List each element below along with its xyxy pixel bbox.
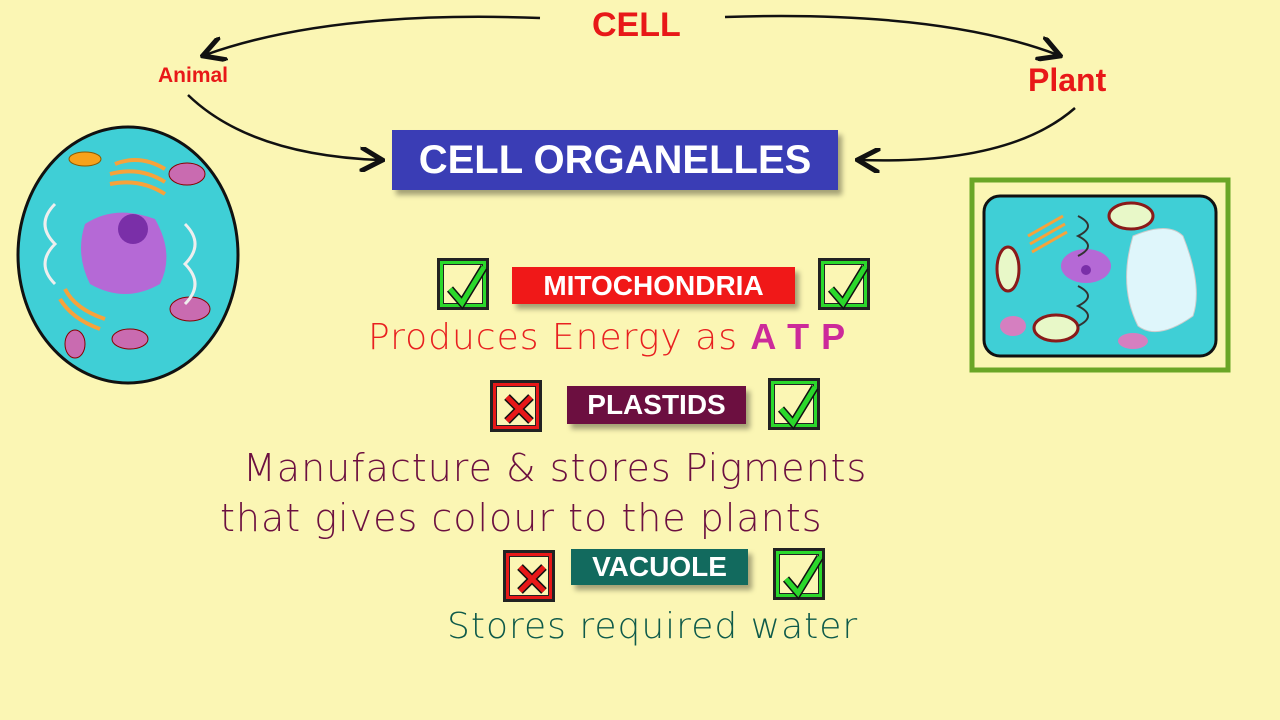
- plant-plastids-check: [768, 378, 820, 430]
- checkmark-icon: [827, 264, 869, 310]
- plant-mitochondria-check: [818, 258, 870, 310]
- banner-cell-organelles: CELL ORGANELLES: [392, 130, 838, 190]
- cross-icon: [517, 564, 547, 594]
- cross-icon: [504, 394, 534, 424]
- label-animal: Animal: [158, 64, 229, 87]
- arrow-to-plant: [724, 14, 1058, 55]
- plastids-description-line1: Manufacture & stores Pigments: [243, 446, 868, 490]
- title-cell: CELL: [592, 6, 681, 44]
- plant-cell-illustration: [969, 177, 1231, 373]
- animal-mitochondria-check: [437, 258, 489, 310]
- animal-cell-illustration: [16, 125, 240, 385]
- plant-vacuole-check: [773, 548, 825, 600]
- label-plant: Plant: [1028, 62, 1107, 98]
- mitochondria-description-text: Produces Energy as: [368, 317, 738, 358]
- checkmark-icon: [446, 264, 488, 310]
- tag-plastids: PLASTIDS: [567, 386, 746, 424]
- tag-vacuole: VACUOLE: [571, 549, 748, 585]
- animal-plastids-cross: [490, 380, 542, 432]
- arrow-plant-to-banner: [860, 107, 1076, 160]
- arrow-animal-to-banner: [187, 94, 380, 160]
- arrow-to-animal: [205, 15, 541, 55]
- tag-mitochondria: MITOCHONDRIA: [512, 267, 795, 304]
- checkmark-icon: [777, 384, 819, 430]
- mitochondria-description: Produces Energy as A T P: [368, 316, 846, 358]
- vacuole-description: Stores required water: [447, 606, 859, 647]
- checkmark-icon: [782, 554, 824, 600]
- animal-vacuole-cross: [503, 550, 555, 602]
- plastids-description-line2: that gives colour to the plants: [220, 496, 823, 540]
- atp-highlight: A T P: [750, 316, 847, 357]
